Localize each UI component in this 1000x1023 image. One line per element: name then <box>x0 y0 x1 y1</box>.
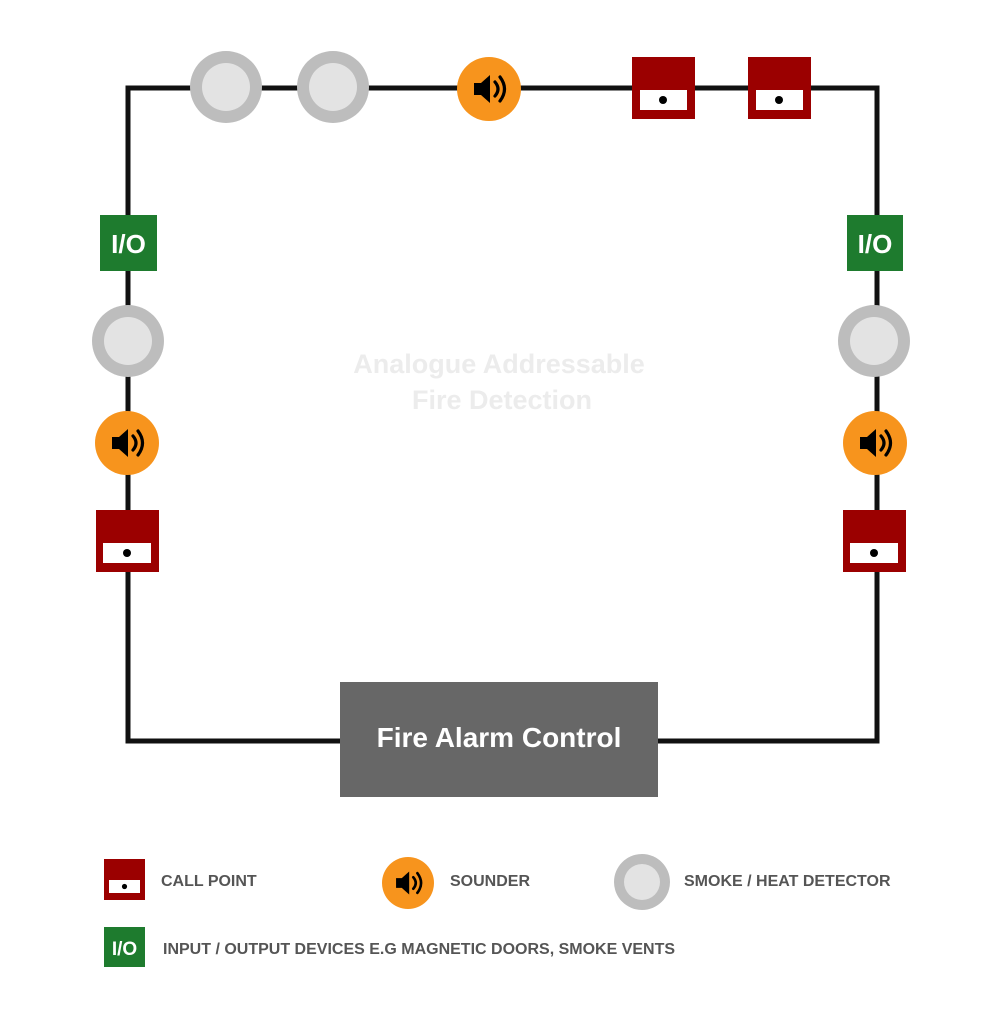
fire-alarm-control-panel <box>340 682 658 797</box>
io-module-icon: I/O <box>104 927 145 967</box>
call-point-icon <box>632 57 695 119</box>
legend: CALL POINT SOUNDER SMOKE / HEAT DETECTOR… <box>104 854 891 967</box>
panel-label: Fire Alarm Control <box>377 722 622 753</box>
detector-icon <box>614 854 670 910</box>
io-label: I/O <box>858 229 893 259</box>
call-point-icon <box>843 510 906 572</box>
legend-call-point-label: CALL POINT <box>161 873 257 890</box>
call-point-icon <box>104 859 145 900</box>
legend-sounder-label: SOUNDER <box>450 873 530 890</box>
call-point-icon <box>96 510 159 572</box>
speaker-icon <box>95 411 159 475</box>
detector-icon <box>190 51 262 123</box>
legend-detector-label: SMOKE / HEAT DETECTOR <box>684 873 891 890</box>
detector-icon <box>838 305 910 377</box>
speaker-icon <box>843 411 907 475</box>
legend-io-label: INPUT / OUTPUT DEVICES E.G MAGNETIC DOOR… <box>163 941 675 958</box>
io-label: I/O <box>112 939 137 960</box>
call-point-icon <box>748 57 811 119</box>
detector-icon <box>297 51 369 123</box>
io-label: I/O <box>111 229 146 259</box>
io-module-icon: I/O <box>100 215 157 271</box>
speaker-icon <box>382 857 434 909</box>
watermark-line-1: Analogue Addressable <box>353 349 645 379</box>
detector-icon <box>92 305 164 377</box>
io-module-icon: I/O <box>847 215 903 271</box>
watermark-line-2: Fire Detection <box>412 385 592 415</box>
speaker-icon <box>457 57 521 121</box>
